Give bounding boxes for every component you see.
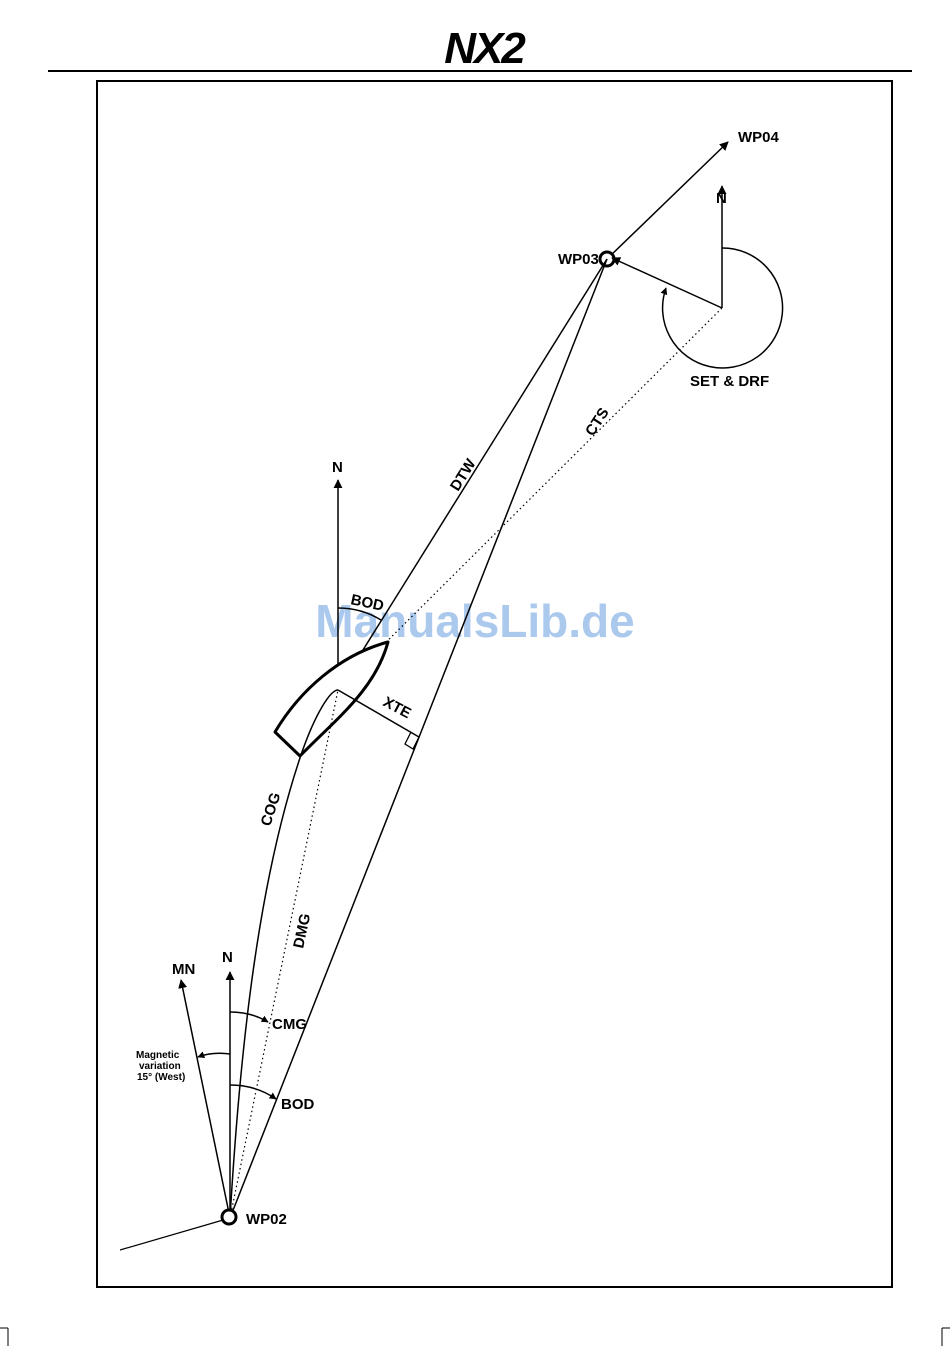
crop-marks [0,1328,950,1346]
nx2-logo: NX2 [444,24,526,73]
magnetic-north-label: MN [172,961,195,978]
boat-icon [275,642,388,756]
right-angle-marker-icon [405,732,419,749]
magnetic-variation-arc [198,1053,230,1057]
current-vector-arrow [612,258,722,308]
boat-north-label: N [332,459,343,476]
wp02-label: WP02 [246,1211,287,1228]
wp03-label: WP03 [558,251,599,268]
dmg-line [230,690,338,1218]
cmg-arc [230,1012,268,1022]
leg-wp03-wp04 [608,142,728,258]
mag-var-line-3: 15° (West) [137,1072,185,1083]
start-bod-arc [230,1085,276,1099]
set-drift-label: SET & DRF [690,373,769,390]
magnetic-north-arrow [181,980,230,1218]
track-extension-line [120,1218,230,1250]
wp04-label: WP04 [738,129,780,146]
logo-text: NX2 [444,24,526,73]
current-north-label: N [716,190,727,207]
mag-var-line-2: variation [139,1061,181,1072]
wp02-waypoint-icon [222,1210,236,1224]
cog-track-curve [230,690,338,1218]
diagram-frame [97,81,892,1287]
cts-label: CTS [582,405,613,439]
cmg-label: CMG [272,1016,307,1033]
dtw-label: DTW [447,455,480,494]
dmg-label: DMG [290,912,314,950]
start-bod-label: BOD [281,1096,315,1113]
start-north-label: N [222,949,233,966]
mag-var-line-1: Magnetic [136,1050,180,1061]
cog-label: COG [258,790,285,828]
